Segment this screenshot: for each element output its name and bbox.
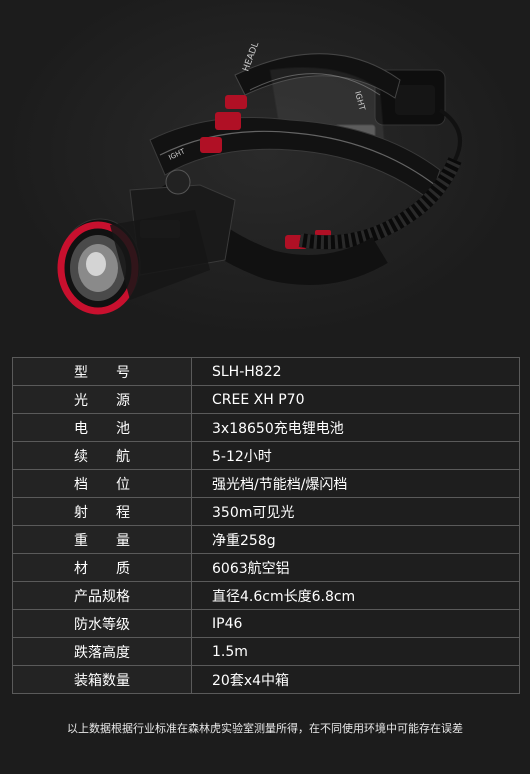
spec-value: CREE XH P70 bbox=[191, 385, 520, 414]
footnote: 以上数据根据行业标准在森林虎实验室测量所得，在不同使用环境中可能存在误差 bbox=[67, 722, 463, 735]
spec-label: 射 程 bbox=[12, 497, 192, 526]
spec-label: 续 航 bbox=[12, 441, 192, 470]
product-image: HEADL IGHT IGHT bbox=[0, 0, 530, 340]
headlamp-illustration: HEADL IGHT IGHT bbox=[57, 41, 462, 315]
spec-value: SLH-H822 bbox=[191, 357, 520, 386]
spec-label: 产品规格 bbox=[12, 581, 192, 610]
spec-value: 20套x4中箱 bbox=[191, 665, 520, 694]
spec-value: 6063航空铝 bbox=[191, 553, 520, 582]
spec-value: 350m可见光 bbox=[191, 497, 520, 526]
spec-label: 跌落高度 bbox=[12, 637, 192, 666]
spec-value: 直径4.6cm长度6.8cm bbox=[191, 581, 520, 610]
spec-value: 净重258g bbox=[191, 525, 520, 554]
table-row: 防水等级 IP46 bbox=[12, 609, 520, 638]
spec-label: 光 源 bbox=[12, 385, 192, 414]
spec-label: 型 号 bbox=[12, 357, 192, 386]
spec-value: 强光档/节能档/爆闪档 bbox=[191, 469, 520, 498]
spec-label: 材 质 bbox=[12, 553, 192, 582]
spec-value: 5-12小时 bbox=[191, 441, 520, 470]
table-row: 产品规格直径4.6cm长度6.8cm bbox=[12, 581, 520, 610]
spec-label: 装箱数量 bbox=[12, 665, 192, 694]
spec-label: 档 位 bbox=[12, 469, 192, 498]
spec-label: 电 池 bbox=[12, 413, 192, 442]
spec-value: 3x18650充电锂电池 bbox=[191, 413, 520, 442]
spec-value: 1.5m bbox=[191, 637, 520, 666]
spec-label: 重 量 bbox=[12, 525, 192, 554]
table-row: 重 量净重258g bbox=[12, 525, 520, 554]
spec-value: IP46 bbox=[191, 609, 520, 638]
spec-label: 防水等级 bbox=[12, 609, 192, 638]
table-row: 档 位强光档/节能档/爆闪档 bbox=[12, 469, 520, 498]
